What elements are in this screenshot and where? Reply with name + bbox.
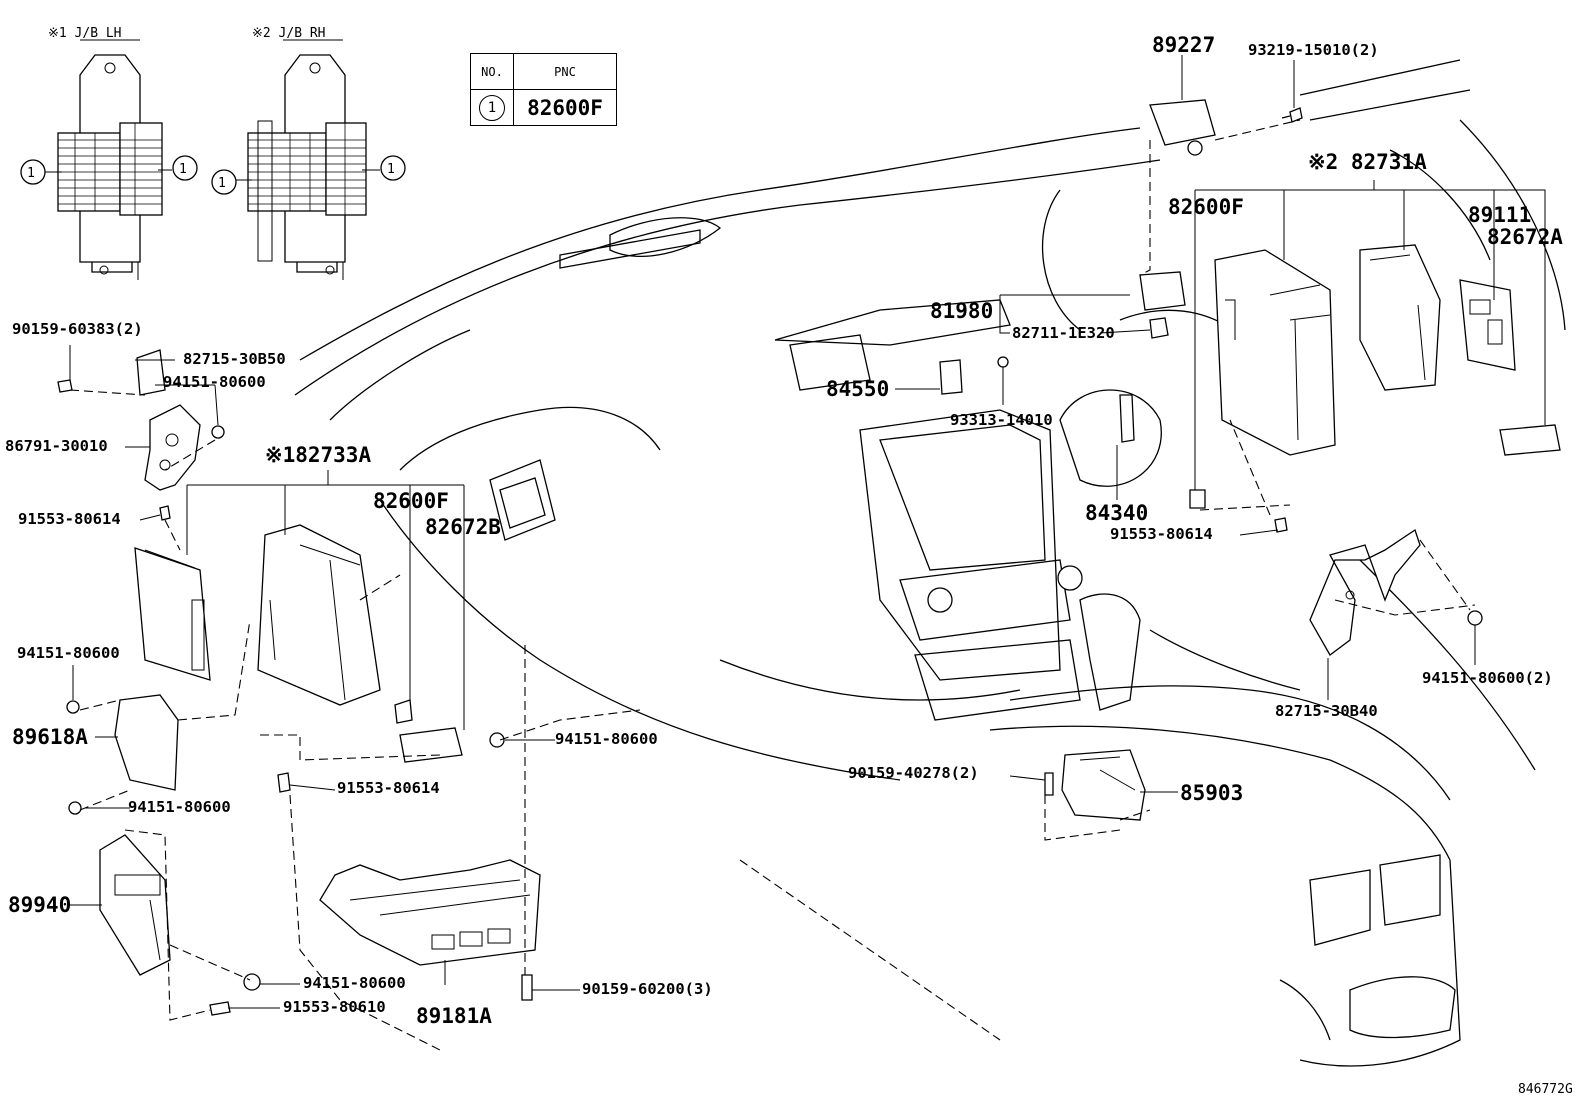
part-bolt-91553-left (159, 505, 171, 521)
leader-lines (68, 55, 1546, 1009)
part-82715-30B40 (1309, 528, 1421, 656)
callout-1d: 1 (387, 162, 395, 177)
part-82711 (1149, 317, 1169, 339)
part-ecu-left-small (134, 547, 211, 681)
label-94151-80600-a: 94151-80600 (163, 373, 266, 391)
label-82711-1E320: 82711-1E320 (1012, 324, 1115, 342)
jb-rh-title: ※2 J/B RH (252, 26, 326, 41)
pnc-table-row: 1 82600F (470, 89, 617, 126)
pnc-table: NO. PNC 1 82600F (470, 53, 617, 126)
part-84550 (939, 359, 963, 395)
label-90159-40278: 90159-40278(2) (848, 764, 979, 782)
label-84550: 84550 (826, 377, 889, 401)
pnc-table-header: NO. PNC (470, 53, 617, 90)
part-82600F-right-clip (1189, 489, 1206, 509)
part-bolt-90159-60200 (521, 974, 533, 1001)
label-89181A: 89181A (416, 1004, 492, 1028)
label-82731A: ※2 82731A (1308, 150, 1427, 174)
label-89618A: 89618A (12, 725, 88, 749)
part-82672A (1499, 424, 1561, 456)
label-86791-30010: 86791-30010 (5, 437, 108, 455)
label-81980: 81980 (930, 299, 993, 323)
label-91553-80610: 91553-80610 (283, 998, 386, 1016)
label-94151-80600-b: 94151-80600 (555, 730, 658, 748)
part-86791-30010 (144, 404, 201, 491)
part-89618A (114, 694, 179, 791)
label-82672A: 82672A (1487, 225, 1563, 249)
part-bolt-90159-40278 (1044, 772, 1054, 796)
label-94151-80600-c: 94151-80600 (17, 644, 120, 662)
label-94151-80600-d: 94151-80600 (128, 798, 231, 816)
callout-1c: 1 (218, 176, 226, 191)
label-82600F-left: 82600F (373, 489, 449, 513)
part-82731A-module (1359, 244, 1441, 391)
part-82600F-left-clip (394, 699, 413, 724)
label-82715-30B40: 82715-30B40 (1275, 702, 1378, 720)
label-90159-60200: 90159-60200(3) (582, 980, 713, 998)
label-82672B: 82672B (425, 515, 501, 539)
label-89227: 89227 (1152, 33, 1215, 57)
label-89940: 89940 (8, 893, 71, 917)
label-82600F-right: 82600F (1168, 195, 1244, 219)
label-91553-80614-m: 91553-80614 (337, 779, 440, 797)
label-94151-80600-2: 94151-80600(2) (1422, 669, 1553, 687)
col-pnc-header: PNC (513, 53, 617, 90)
drawing-code: 846772G (1518, 1082, 1573, 1097)
part-nut-94151-e (243, 973, 261, 991)
part-84340 (1119, 394, 1135, 443)
label-82715-30B50: 82715-30B50 (183, 350, 286, 368)
label-91553-80614-left: 91553-80614 (18, 510, 121, 528)
part-bolt-93219 (1281, 107, 1303, 123)
part-89111 (1459, 279, 1516, 371)
label-82733A: ※182733A (265, 443, 371, 467)
label-93219-15010: 93219-15010(2) (1248, 41, 1379, 59)
part-nut-94151-a (211, 425, 225, 439)
row-pnc-cell: 82600F (513, 89, 617, 126)
label-85903: 85903 (1180, 781, 1243, 805)
dashed-assembly-lines (69, 119, 1476, 1051)
part-82672B (399, 727, 463, 763)
dashboard-outline (294, 59, 1566, 1067)
row-no-circle: 1 (479, 94, 505, 121)
part-nut-94151-d (68, 801, 82, 815)
part-nut-94151-b (489, 732, 505, 748)
part-82731A-right-ecu (1214, 249, 1336, 456)
part-89227 (1149, 99, 1216, 156)
label-93313-14010: 93313-14010 (950, 411, 1053, 429)
part-nut-94151-c (66, 700, 80, 714)
part-82715-30B50 (136, 349, 166, 396)
label-89111: 89111 (1468, 203, 1531, 227)
part-bolt-91553-right (1274, 517, 1288, 533)
label-91553-80614-right: 91553-80614 (1110, 525, 1213, 543)
part-89940 (99, 834, 171, 976)
label-90159-60383: 90159-60383(2) (12, 320, 143, 338)
label-84340: 84340 (1085, 501, 1148, 525)
part-82733A-ecu (257, 524, 381, 706)
part-bolt-91553-m (277, 772, 291, 793)
junction-block-lh (45, 54, 172, 280)
part-85903 (1061, 749, 1146, 821)
col-no-header: NO. (470, 53, 514, 90)
callout-1b: 1 (179, 162, 187, 177)
junction-block-rh (236, 54, 380, 280)
part-89181A (319, 859, 541, 966)
callout-circles (20, 155, 406, 195)
part-81980 (1139, 271, 1186, 311)
jb-lh-title: ※1 J/B LH (48, 26, 122, 41)
part-bolt-91553-80610 (209, 1001, 231, 1016)
label-94151-80600-e: 94151-80600 (303, 974, 406, 992)
callout-1a: 1 (27, 166, 35, 181)
